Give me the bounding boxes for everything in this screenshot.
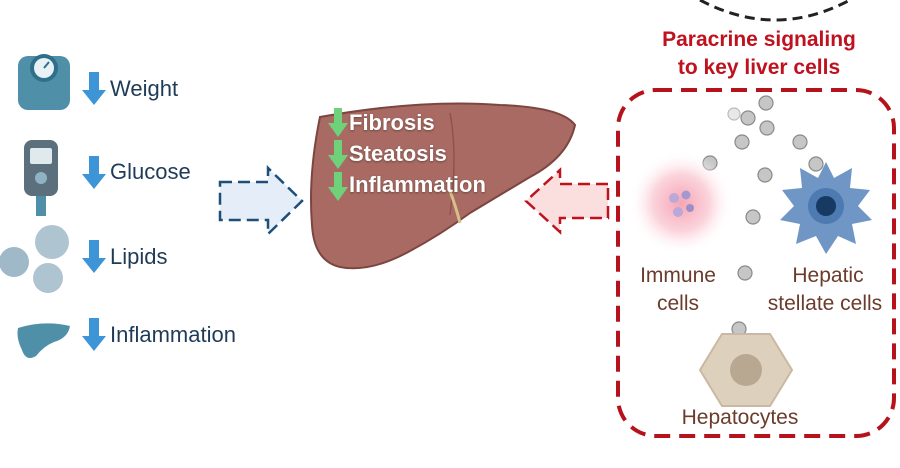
hepatocyte-icon: [698, 333, 794, 407]
label-weight: Weight: [110, 76, 179, 101]
stellate-cell-icon: [780, 162, 872, 254]
label-hepatocytes: Hepatocytes: [681, 406, 799, 429]
down-arrow-weight: [82, 72, 106, 105]
green-arrow-steatosis: [328, 140, 348, 169]
liver-illustration: [310, 102, 577, 270]
immune-cell-icon: [629, 151, 733, 255]
label-glucose: Glucose: [110, 159, 191, 184]
panel-title-line2: to key liver cells: [677, 56, 841, 79]
down-arrow-inflammation-left: [82, 318, 106, 351]
down-arrow-glucose: [82, 156, 106, 189]
panel-title-line1: Paracrine signaling: [662, 28, 856, 51]
liver-effect-steatosis: Steatosis: [349, 141, 447, 166]
label-immune-cells-line2: cells: [656, 292, 699, 315]
liver-small-icon: [17, 323, 70, 358]
green-arrow-fibrosis: [328, 108, 348, 137]
top-circle-fragment: [699, 0, 851, 22]
arrow-to-liver-left: [218, 165, 304, 237]
glucometer-icon: [24, 140, 58, 216]
label-immune-cells-line1: Immune: [640, 264, 716, 287]
scale-icon: [18, 54, 70, 110]
arrow-to-liver-right: [524, 167, 610, 235]
label-stellate-cells-line2: stellate cells: [767, 292, 883, 315]
liver-effect-fibrosis: Fibrosis: [349, 110, 435, 135]
liver-effect-inflammation: Inflammation: [349, 172, 486, 197]
label-stellate-cells-line1: Hepatic: [792, 264, 864, 287]
lipid-droplets-icon: [0, 225, 69, 293]
signaling-particles: [702, 95, 824, 337]
label-inflammation-left: Inflammation: [110, 322, 236, 347]
paracrine-panel-border: [616, 88, 896, 438]
label-lipids: Lipids: [110, 244, 168, 269]
down-arrow-lipids: [82, 240, 106, 273]
green-arrow-inflammation: [328, 172, 348, 201]
